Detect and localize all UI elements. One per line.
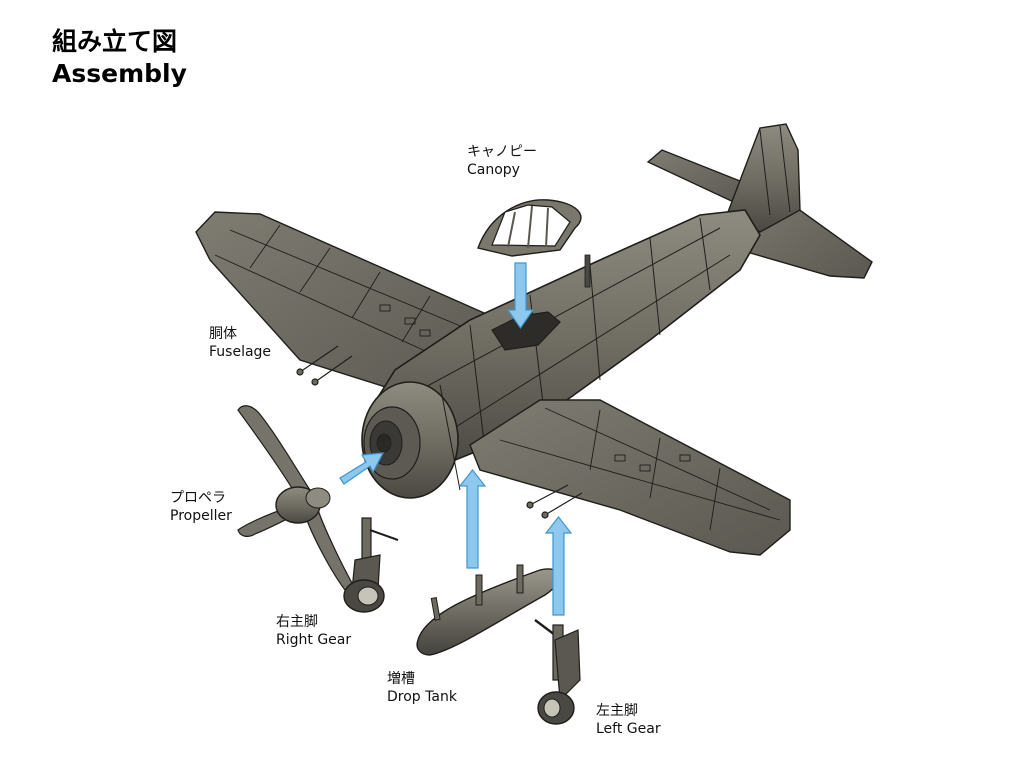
propeller-arrow [339, 452, 385, 485]
page-title: 組み立て図 Assembly [52, 26, 187, 90]
left-gear-part [534, 619, 581, 725]
propeller-part [237, 405, 354, 592]
drop-tank-arrow [458, 469, 487, 569]
label-left-gear: 左主脚 Left Gear [596, 702, 661, 738]
label-canopy: キャノピー Canopy [467, 143, 537, 179]
right-gear-part [343, 517, 399, 613]
label-fuselage-jp: 胴体 [209, 326, 237, 342]
label-propeller-en: Propeller [170, 508, 232, 524]
left-wing-pins [296, 345, 353, 386]
canopy-part [477, 199, 582, 257]
label-right-gear: 右主脚 Right Gear [276, 613, 351, 649]
label-propeller: プロペラ Propeller [170, 489, 232, 525]
label-fuselage-en: Fuselage [209, 344, 272, 360]
label-drop-tank: 増槽 Drop Tank [387, 670, 457, 706]
title-japanese: 組み立て図 [52, 27, 178, 56]
canopy-arrow [506, 262, 535, 330]
label-right-gear-en: Right Gear [276, 632, 352, 648]
label-left-gear-en: Left Gear [596, 721, 661, 737]
title-english: Assembly [52, 59, 187, 88]
label-canopy-en: Canopy [467, 162, 520, 178]
label-left-gear-jp: 左主脚 [596, 703, 638, 719]
label-drop-tank-jp: 増槽 [387, 671, 415, 687]
right-wing [469, 399, 791, 556]
label-canopy-jp: キャノピー [467, 144, 537, 160]
drop-tank-part [416, 564, 561, 656]
right-wing-pins [526, 484, 583, 519]
label-fuselage: 胴体 Fuselage [209, 325, 271, 361]
left-gear-arrow [544, 516, 573, 616]
label-propeller-jp: プロペラ [170, 490, 226, 506]
label-drop-tank-en: Drop Tank [387, 689, 457, 705]
assembly-arrows [339, 262, 573, 616]
label-right-gear-jp: 右主脚 [276, 614, 318, 630]
